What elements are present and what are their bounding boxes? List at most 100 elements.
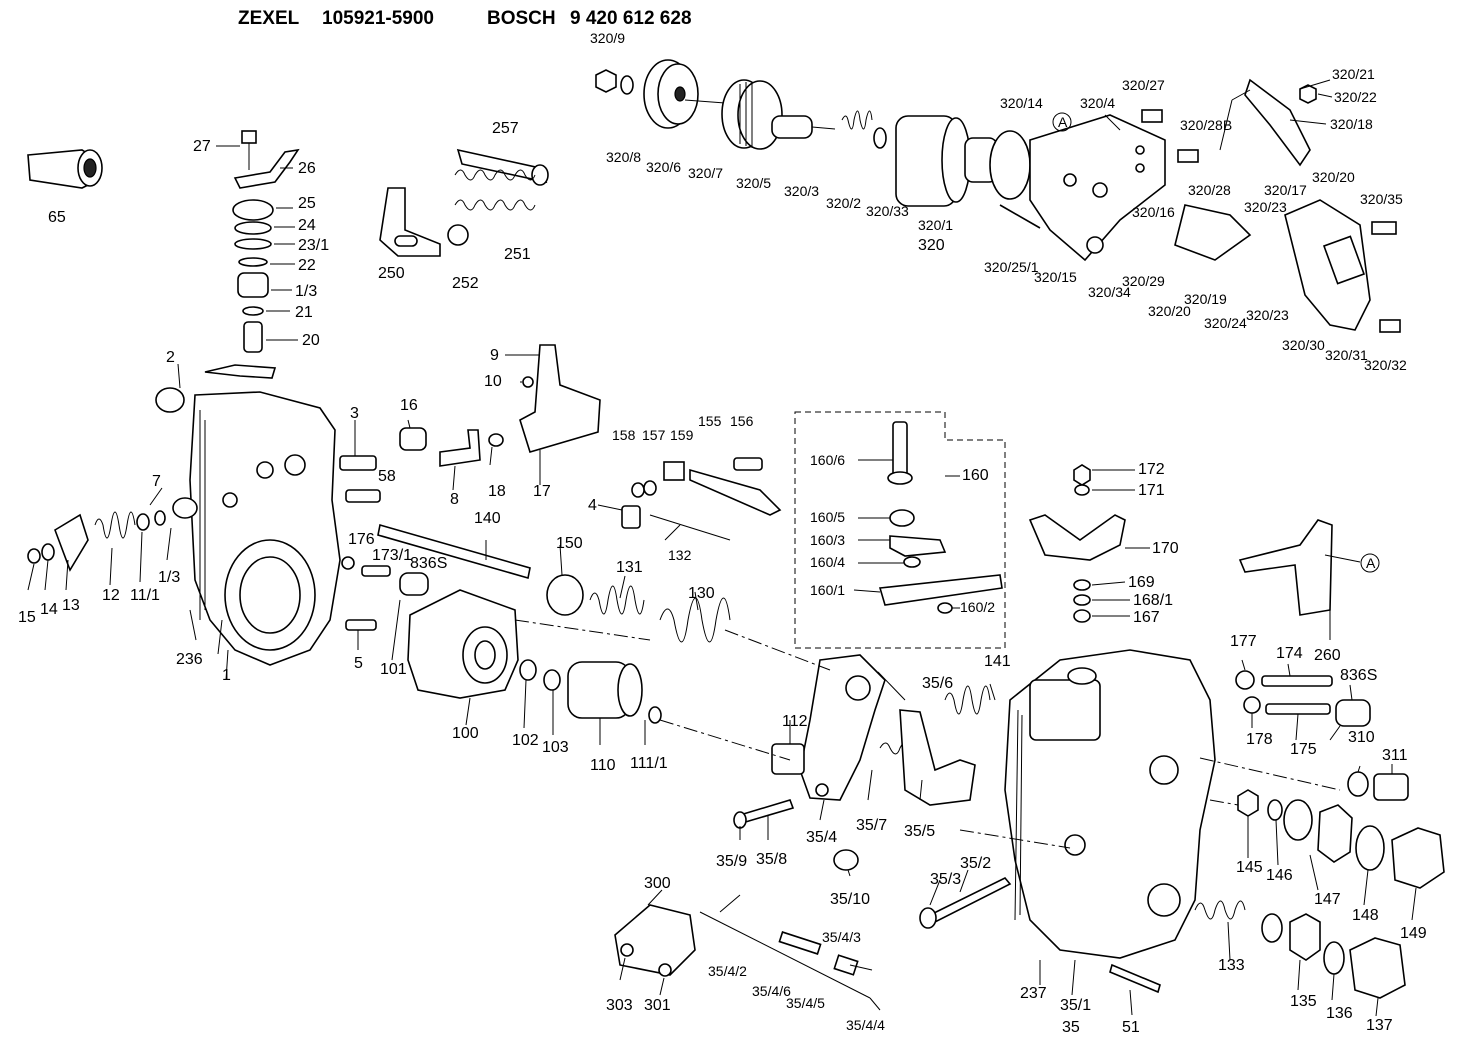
governor-assembly	[595, 59, 1401, 333]
label-141: 141	[984, 653, 1011, 670]
label-260: 260	[1314, 647, 1341, 664]
label-175: 175	[1290, 741, 1317, 758]
label-15: 15	[18, 609, 36, 626]
part-51-bolt	[1109, 963, 1161, 994]
label-4: 4	[588, 497, 597, 514]
label-320-20-a: 320/20	[1312, 169, 1355, 185]
label-836s-a: 836S	[410, 555, 447, 572]
label-18: 18	[488, 483, 506, 500]
label-320-25-1: 320/25/1	[984, 259, 1039, 275]
part-3-bolt	[339, 455, 377, 471]
label-320: 320	[918, 237, 945, 254]
label-103: 103	[542, 739, 569, 756]
label-8: 8	[450, 491, 459, 508]
label-320-2: 320/2	[826, 195, 861, 211]
part-320-14-flange	[989, 130, 1031, 200]
part-168-1	[1073, 594, 1091, 606]
label-112: 112	[782, 713, 808, 730]
label-320-32: 320/32	[1364, 357, 1407, 373]
label-ref-a-upper: A	[1058, 114, 1068, 130]
label-35-3: 35/3	[930, 871, 961, 888]
label-160-6: 160/6	[810, 452, 845, 468]
label-148: 148	[1352, 907, 1379, 924]
label-320-33: 320/33	[866, 203, 909, 219]
part-145	[1237, 789, 1259, 817]
part-35-4-2-cable	[699, 911, 871, 999]
label-320-14: 320/14	[1000, 95, 1043, 111]
label-236: 236	[176, 651, 203, 668]
label-174: 174	[1276, 645, 1303, 662]
label-27: 27	[193, 138, 211, 155]
label-320-23-a: 320/23	[1244, 199, 1287, 215]
label-320-15: 320/15	[1034, 269, 1077, 285]
part-320-18-lever	[1244, 78, 1311, 167]
part-130-spring	[659, 597, 731, 643]
label-35-7: 35/7	[856, 817, 887, 834]
label-250: 250	[378, 265, 405, 282]
part-22	[238, 257, 268, 267]
label-320-35: 320/35	[1360, 191, 1403, 207]
label-135: 135	[1290, 993, 1317, 1010]
label-14: 14	[40, 601, 58, 618]
label-102: 102	[512, 732, 539, 749]
label-35-9: 35/9	[716, 853, 747, 870]
part-320-32-screw	[1379, 319, 1401, 333]
part-12-spring	[94, 511, 136, 539]
part-175-bolt	[1265, 703, 1331, 715]
label-22: 22	[298, 257, 316, 274]
label-320-29: 320/29	[1122, 273, 1165, 289]
part-7	[154, 510, 166, 526]
label-5: 5	[354, 655, 363, 672]
part-35-5	[899, 709, 976, 806]
label-160: 160	[962, 467, 989, 484]
part-171	[1074, 484, 1090, 496]
part-172-nut	[1073, 464, 1091, 486]
label-155: 155	[698, 413, 722, 429]
part-160-5	[889, 509, 915, 527]
part-35-4-lever	[799, 654, 886, 801]
part-58-bolt	[345, 489, 381, 503]
label-320-20-b: 320/20	[1148, 303, 1191, 319]
label-169: 169	[1128, 574, 1155, 591]
label-35-5: 35/5	[904, 823, 935, 840]
part-140-shaft	[377, 523, 531, 580]
label-157: 157	[642, 427, 666, 443]
label-320-4: 320/4	[1080, 95, 1115, 111]
part-9-17-lever	[519, 344, 601, 453]
part-131-spring	[589, 585, 645, 615]
part-8	[439, 429, 481, 467]
label-26: 26	[298, 160, 316, 177]
label-149: 149	[1400, 925, 1427, 942]
label-320-30: 320/30	[1282, 337, 1325, 353]
label-35-4-2: 35/4/2	[708, 963, 747, 979]
label-320-27: 320/27	[1122, 77, 1165, 93]
part-5-bolt	[345, 619, 377, 631]
label-150: 150	[556, 535, 583, 552]
label-320-28: 320/28	[1188, 182, 1231, 198]
label-24: 24	[298, 217, 316, 234]
part-177	[1235, 670, 1255, 690]
label-160-1: 160/1	[810, 582, 845, 598]
part-320-22-nut	[1299, 84, 1317, 104]
part-1-3-a	[237, 272, 269, 298]
label-320-6: 320/6	[646, 159, 681, 175]
label-2: 2	[166, 349, 175, 366]
part-320-28b-screw	[1177, 149, 1199, 163]
part-14	[41, 543, 55, 561]
part-301	[658, 963, 672, 977]
part-251-spring-a	[454, 169, 536, 181]
label-35-4: 35/4	[806, 829, 837, 846]
ref-a-lower	[1360, 553, 1380, 573]
label-21: 21	[295, 304, 313, 321]
label-320-7: 320/7	[688, 165, 723, 181]
label-10: 10	[484, 373, 502, 390]
part-20	[243, 321, 263, 353]
pump-middle-lower	[514, 619, 996, 1011]
part-35-4-3	[833, 954, 859, 976]
part-147	[1283, 799, 1313, 841]
label-172: 172	[1138, 461, 1165, 478]
part-160-1-plate	[878, 574, 1003, 606]
part-25	[232, 199, 274, 221]
part-320-27-screw	[1141, 109, 1163, 123]
part-16	[399, 427, 427, 451]
